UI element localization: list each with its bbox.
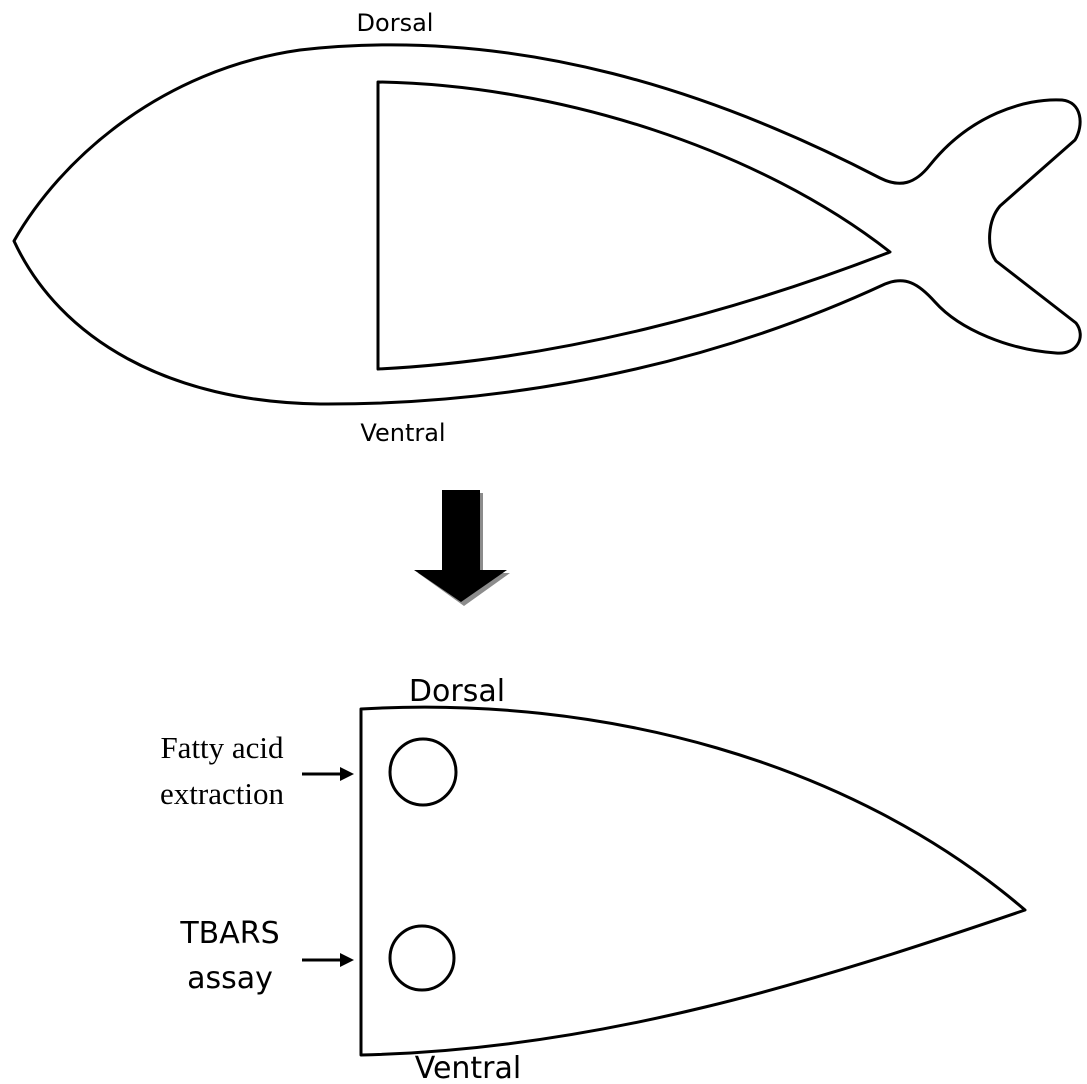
tbars-sample-circle — [390, 926, 454, 990]
down-arrow-icon — [414, 490, 510, 606]
fatty-acid-arrow-head — [340, 767, 354, 781]
tbars-assay-annotation: TBARS assay — [179, 916, 354, 996]
fatty-acid-label-line-1: Fatty acid — [160, 730, 284, 765]
fatty-acid-extraction-annotation: Fatty acid extraction — [160, 730, 354, 811]
fillet-section: Dorsal Ventral Fatty acid extraction TBA… — [160, 674, 1025, 1084]
whole-fish: Dorsal Ventral — [14, 9, 1080, 447]
down-arrow-body — [414, 490, 507, 602]
fatty-acid-label-line-2: extraction — [160, 776, 284, 811]
fillet-cut-outline — [378, 82, 890, 369]
whole-fish-dorsal-label: Dorsal — [357, 9, 434, 37]
fillet-outline — [361, 707, 1025, 1055]
whole-fish-ventral-label: Ventral — [360, 419, 445, 447]
fillet-ventral-label: Ventral — [415, 1051, 521, 1084]
tbars-arrow-head — [340, 953, 354, 967]
tbars-label-line-2: assay — [187, 961, 273, 996]
fatty-acid-sample-circle — [390, 739, 456, 805]
fillet-dorsal-label: Dorsal — [409, 674, 505, 709]
tbars-label-line-1: TBARS — [179, 916, 279, 951]
